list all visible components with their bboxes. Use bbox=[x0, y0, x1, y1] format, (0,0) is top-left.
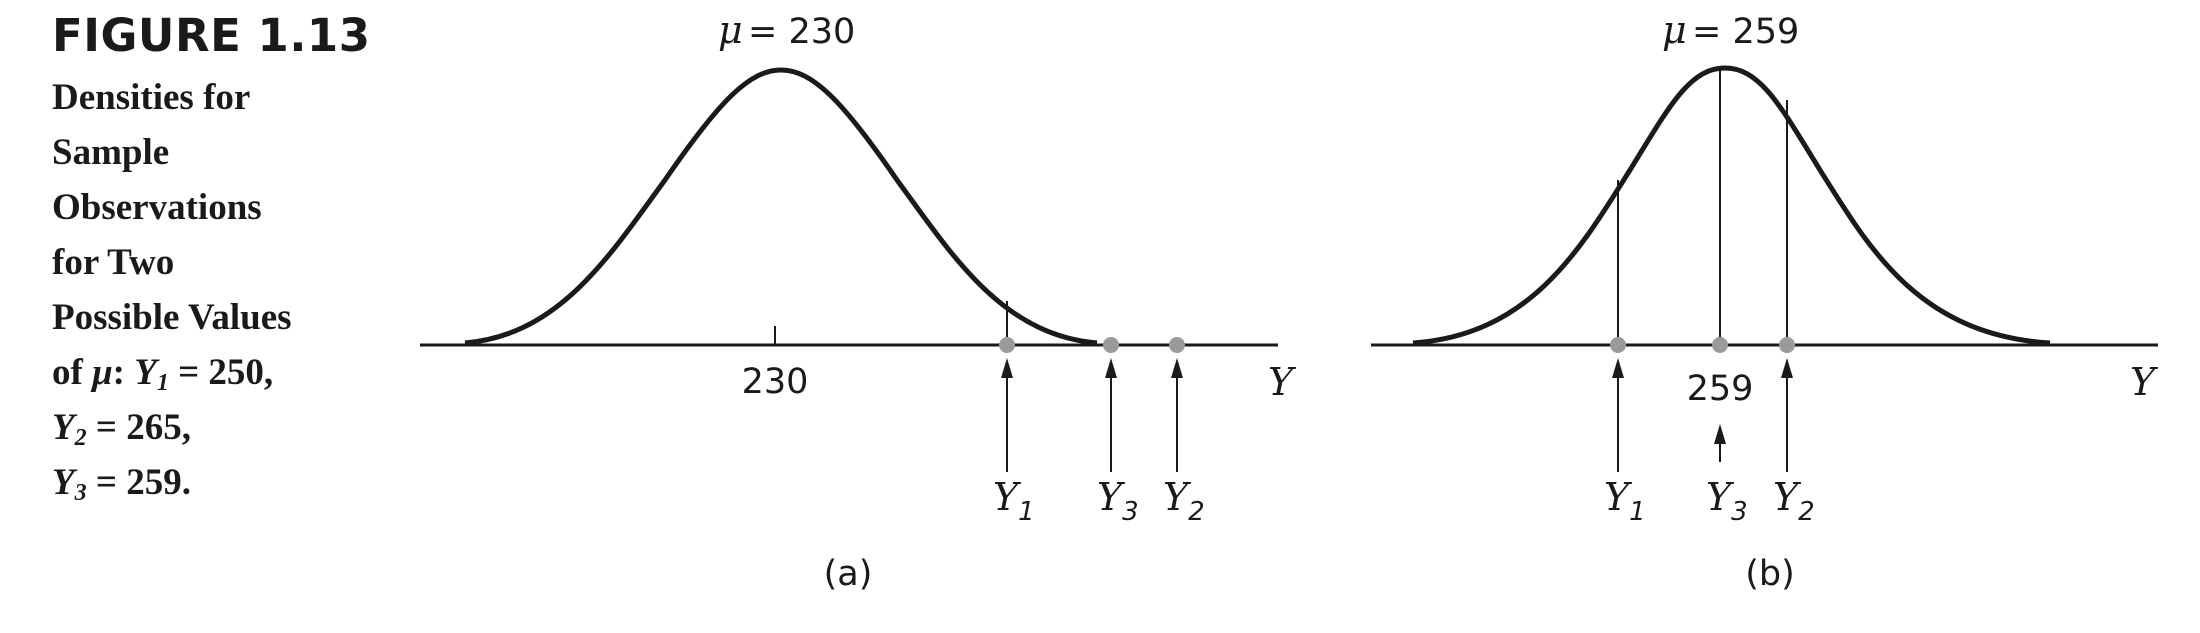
point-y1-a bbox=[999, 337, 1015, 353]
axis-var-b: Y bbox=[2130, 360, 2159, 404]
figure-title: Densities for Sample Observations for Tw… bbox=[52, 70, 382, 510]
title-line: Possible Values bbox=[52, 297, 292, 338]
panel-label-a: (a) bbox=[824, 554, 873, 594]
panel-label-b: (b) bbox=[1745, 554, 1795, 594]
obs-label-y3-a: Y3 bbox=[1097, 475, 1139, 527]
density-curve-b bbox=[1412, 65, 2051, 346]
density-curve-a bbox=[464, 67, 1098, 346]
axis-var-a: Y bbox=[1268, 360, 1297, 404]
arrow-y2-a bbox=[1171, 358, 1183, 472]
arrow-y2-b bbox=[1781, 358, 1793, 472]
title-line-mu: of μ: Y1 = 250, bbox=[52, 352, 274, 396]
point-y3-b bbox=[1712, 337, 1728, 353]
obs-label-y2-a: Y2 bbox=[1163, 475, 1205, 527]
arrow-y3-b bbox=[1714, 424, 1726, 462]
title-line-y3: Y3 = 259. bbox=[52, 462, 191, 506]
point-y1-b bbox=[1610, 337, 1626, 353]
panel-a: μ = 230 230 Y Y1 Y3 Y2 (a) bbox=[420, 8, 1297, 594]
arrow-y1-b bbox=[1612, 358, 1624, 472]
arrow-y3-a bbox=[1105, 358, 1117, 472]
title-line: Observations bbox=[52, 187, 262, 228]
figure-caption: FIGURE 1.13 Densities for Sample Observa… bbox=[52, 6, 382, 510]
mu-value-b: = 259 bbox=[1692, 12, 1799, 52]
obs-label-y2-b: Y2 bbox=[1773, 475, 1815, 527]
mu-symbol-b: μ bbox=[1662, 8, 1687, 52]
obs-label-y1-b: Y1 bbox=[1604, 475, 1646, 527]
title-line: Sample bbox=[52, 132, 170, 173]
mu-value-a: = 230 bbox=[748, 12, 855, 52]
obs-label-y3-b: Y3 bbox=[1706, 475, 1748, 527]
center-tick-label-b: 259 bbox=[1687, 369, 1754, 409]
panel-b: μ = 259 Y 259 Y1 Y3 Y2 (b) bbox=[1371, 8, 2159, 594]
title-line: for Two bbox=[52, 242, 175, 283]
point-y2-b bbox=[1779, 337, 1795, 353]
title-line: Densities for bbox=[52, 77, 251, 118]
mu-symbol-a: μ bbox=[718, 8, 743, 52]
point-y3-a bbox=[1103, 337, 1119, 353]
figure-number: FIGURE 1.13 bbox=[52, 9, 371, 62]
center-tick-label-a: 230 bbox=[742, 362, 809, 402]
obs-label-y1-a: Y1 bbox=[993, 475, 1035, 527]
title-line-y2: Y2 = 265, bbox=[52, 407, 191, 451]
point-y2-a bbox=[1169, 337, 1185, 353]
arrow-y1-a bbox=[1001, 358, 1013, 472]
